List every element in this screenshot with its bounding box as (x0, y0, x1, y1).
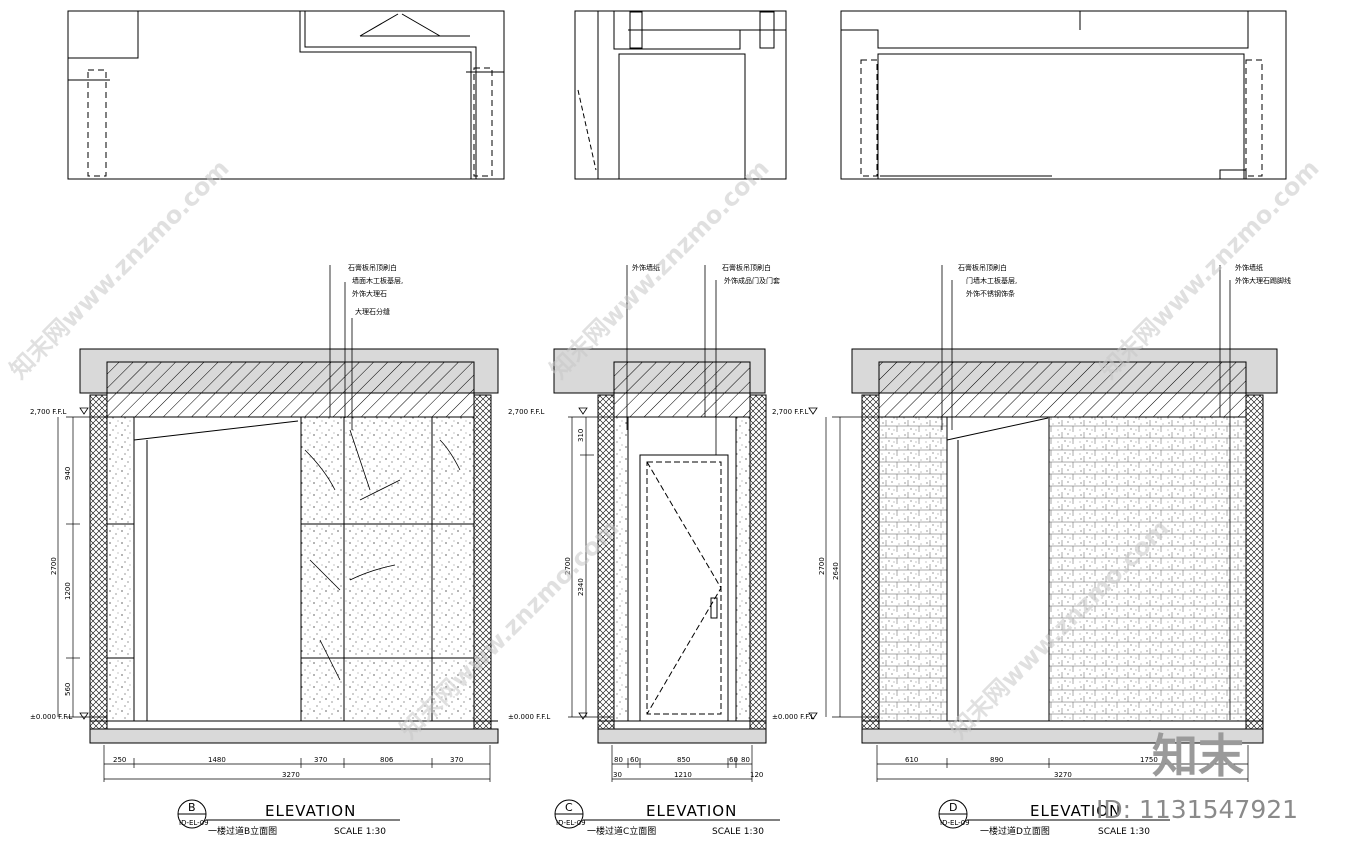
callout-b-2: 墙面木工板基层, (352, 276, 403, 285)
hdim-d-610: 610 (905, 756, 918, 764)
hdim-c-60-b: 60 (729, 756, 738, 764)
hdim-c-120: 120 (750, 771, 763, 779)
title-block-c: C ID-EL-09 ELEVATION 一楼过道C立面图 SCALE 1:30 (554, 799, 780, 837)
plan-view-c (574, 10, 787, 180)
sheet-ref-d: ID-EL-09 (940, 819, 970, 827)
sheet-ref-c: ID-EL-09 (556, 819, 586, 827)
level-bottom-b: ±0.000 F.F.L (30, 713, 72, 721)
level-bottom-d: ±0.000 F.F.L (772, 713, 814, 721)
elevation-letter-c: C (565, 801, 573, 814)
plan-view-d (840, 10, 1287, 180)
hdim-d-890: 890 (990, 756, 1003, 764)
title-block-b: B ID-EL-09 ELEVATION 一楼过道B立面图 SCALE 1:30 (177, 799, 400, 837)
plan-view-b (67, 10, 505, 180)
callout-d-1: 石膏板吊顶刷白 (958, 263, 1007, 272)
callout-c-1: 外饰墙纸 (632, 263, 660, 272)
hdim-c-30: 30 (613, 771, 622, 779)
vdim-c-2700: 2700 (564, 557, 572, 575)
sheet-ref-b: ID-EL-09 (179, 819, 209, 827)
scale-d: SCALE 1:30 (1098, 827, 1150, 837)
callout-b-1: 石膏板吊顶刷白 (348, 263, 397, 272)
vdim-b-560: 560 (64, 683, 72, 696)
hdim-d-total: 3270 (1054, 771, 1072, 779)
vdim-b-1200: 1200 (64, 582, 72, 600)
callout-d-5: 外饰大理石踢脚线 (1235, 276, 1291, 285)
level-top-b: 2,700 F.F.L (30, 408, 67, 416)
callout-c-2: 石膏板吊顶刷白 (722, 263, 771, 272)
scale-b: SCALE 1:30 (334, 827, 386, 837)
hdim-b-806: 806 (380, 756, 394, 764)
callout-c-3: 外饰成品门及门套 (724, 276, 780, 285)
hdim-c-80-a: 80 (614, 756, 623, 764)
watermark-id: ID: 1131547921 (1096, 795, 1298, 824)
elevation-d (851, 348, 1278, 744)
vdim-b-940: 940 (64, 467, 72, 480)
elevation-b (79, 348, 499, 744)
callout-d-4: 外饰墙纸 (1235, 263, 1263, 272)
subtitle-d: 一楼过道D立面图 (980, 825, 1050, 837)
hdim-d-1750: 1750 (1140, 756, 1158, 764)
callout-b-4: 大理石分缝 (355, 307, 390, 316)
hdim-b-total: 3270 (282, 771, 300, 779)
level-top-d: 2,700 F.F.L (772, 408, 809, 416)
heading-b: ELEVATION (265, 802, 356, 820)
horizontal-dimension-lines (103, 745, 1249, 782)
watermark-logo: 知末 (1152, 729, 1244, 783)
vdim-c-310: 310 (577, 429, 585, 442)
vdim-d-2700: 2700 (818, 557, 826, 575)
elevation-c (553, 348, 767, 744)
vdim-c-2340: 2340 (577, 578, 585, 596)
vdim-b-2700: 2700 (50, 557, 58, 575)
heading-c: ELEVATION (646, 802, 737, 820)
hdim-b-250: 250 (113, 756, 126, 764)
callout-d-2: 门墙木工板基层, (966, 276, 1017, 285)
hdim-c-850: 850 (677, 756, 690, 764)
hdim-c-60-a: 60 (630, 756, 639, 764)
title-block-d: D ID-EL-09 ELEVATION 一楼过道D立面图 SCALE 1:30 (938, 799, 1170, 837)
hdim-c-80-b: 80 (741, 756, 750, 764)
callout-leaders (329, 265, 1231, 720)
elevation-letter-b: B (188, 801, 196, 814)
heading-d: ELEVATION (1030, 802, 1121, 820)
level-bottom-c: ±0.000 F.F.L (508, 713, 550, 721)
hdim-b-370-b: 370 (450, 756, 463, 764)
vdim-d-2640: 2640 (832, 562, 840, 580)
subtitle-c: 一楼过道C立面图 (587, 825, 656, 837)
vertical-dimension-lines (57, 417, 841, 717)
subtitle-b: 一楼过道B立面图 (208, 825, 277, 837)
callout-d-3: 外饰不锈钢饰条 (966, 289, 1015, 298)
scale-c: SCALE 1:30 (712, 827, 764, 837)
elevation-letter-d: D (949, 801, 957, 814)
hdim-b-1480: 1480 (208, 756, 226, 764)
hdim-b-370-a: 370 (314, 756, 327, 764)
hdim-c-total: 1210 (674, 771, 692, 779)
level-top-c: 2,700 F.F.L (508, 408, 545, 416)
callout-b-3: 外饰大理石 (352, 289, 387, 298)
